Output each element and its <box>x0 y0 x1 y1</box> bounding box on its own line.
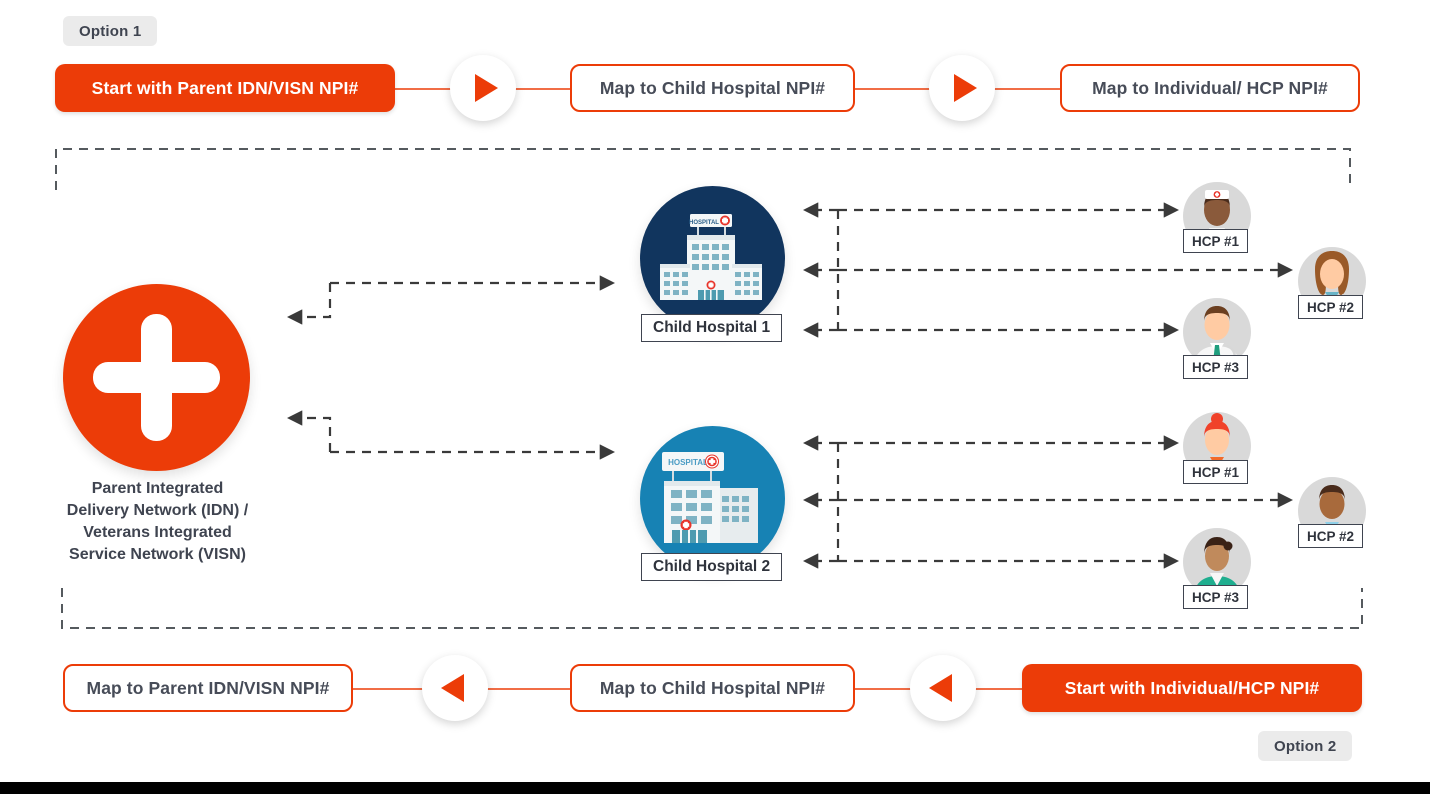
parent-caption-line-2: Delivery Network (IDN) / <box>66 502 249 519</box>
hcp-1-2-label: HCP #2 <box>1298 295 1364 319</box>
play-left-icon-1[interactable] <box>422 655 488 721</box>
hospital-building-icon: HOSPITAL <box>662 452 758 543</box>
bottom-flow-line-3 <box>853 688 915 690</box>
top-flow-line-4 <box>991 88 1063 90</box>
hcp-2-2-label: HCP #2 <box>1298 524 1364 548</box>
option-1-chip: Option 1 <box>63 16 158 46</box>
child-hospital-2-node[interactable]: HOSPITAL <box>640 426 785 571</box>
bottom-step-3-button[interactable]: Start with Individual/HCP NPI# <box>1022 664 1362 712</box>
outer-boundary-bottom <box>61 588 1363 629</box>
male-doctor-avatar-icon <box>1183 298 1251 366</box>
parent-idn-visn-node[interactable] <box>63 284 250 471</box>
bottom-step-2-button[interactable]: Map to Child Hospital NPI# <box>570 664 855 712</box>
bottom-flow-line-4 <box>972 688 1027 690</box>
top-flow-line-1 <box>395 88 455 90</box>
child-hospital-1-node[interactable]: HOSPITAL <box>640 186 785 331</box>
parent-caption-line-4: Service Network (VISN) <box>69 546 246 563</box>
bottom-flow-line-2 <box>484 688 574 690</box>
bottom-step-1-button[interactable]: Map to Parent IDN/VISN NPI# <box>63 664 353 712</box>
parent-caption-line-1: Parent Integrated <box>91 480 224 497</box>
hospital2-to-parent-arrow <box>286 410 332 452</box>
play-left-triangle <box>440 674 464 702</box>
hospital1-to-parent-arrow <box>286 283 332 325</box>
option-2-chip: Option 2 <box>1258 731 1353 761</box>
play-left-triangle <box>928 674 952 702</box>
bottom-black-strip <box>0 782 1430 794</box>
outer-boundary-top <box>55 148 1351 190</box>
child-hospital-1-label: Child Hospital 1 <box>641 314 783 342</box>
bottom-flow-line-1 <box>352 688 427 690</box>
top-step-3-button[interactable]: Map to Individual/ HCP NPI# <box>1060 64 1360 112</box>
hcp-1-1-label: HCP #1 <box>1183 229 1249 253</box>
parent-caption-line-3: Veterans Integrated <box>83 524 232 541</box>
top-step-1-button[interactable]: Start with Parent IDN/VISN NPI# <box>55 64 395 112</box>
play-right-icon-1[interactable] <box>450 55 516 121</box>
hospital-building-icon: HOSPITAL <box>660 214 762 300</box>
hcp-2-3-label: HCP #3 <box>1183 585 1249 609</box>
play-right-triangle <box>474 74 498 102</box>
top-flow-line-3 <box>853 88 933 90</box>
svg-text:HOSPITAL: HOSPITAL <box>689 220 719 226</box>
hcp-1-3-avatar[interactable] <box>1183 298 1251 366</box>
play-left-icon-2[interactable] <box>910 655 976 721</box>
top-step-2-button[interactable]: Map to Child Hospital NPI# <box>570 64 855 112</box>
hcp-1-3-label: HCP #3 <box>1183 355 1249 379</box>
top-flow-line-2 <box>512 88 574 90</box>
svg-text:HOSPITAL: HOSPITAL <box>668 458 708 467</box>
hcp-2-1-label: HCP #1 <box>1183 460 1249 484</box>
play-right-triangle <box>953 74 977 102</box>
parent-node-caption: Parent Integrated Delivery Network (IDN)… <box>20 478 295 566</box>
medical-cross-icon-vertical <box>141 314 172 441</box>
play-right-icon-2[interactable] <box>929 55 995 121</box>
child-hospital-2-label: Child Hospital 2 <box>641 553 783 581</box>
